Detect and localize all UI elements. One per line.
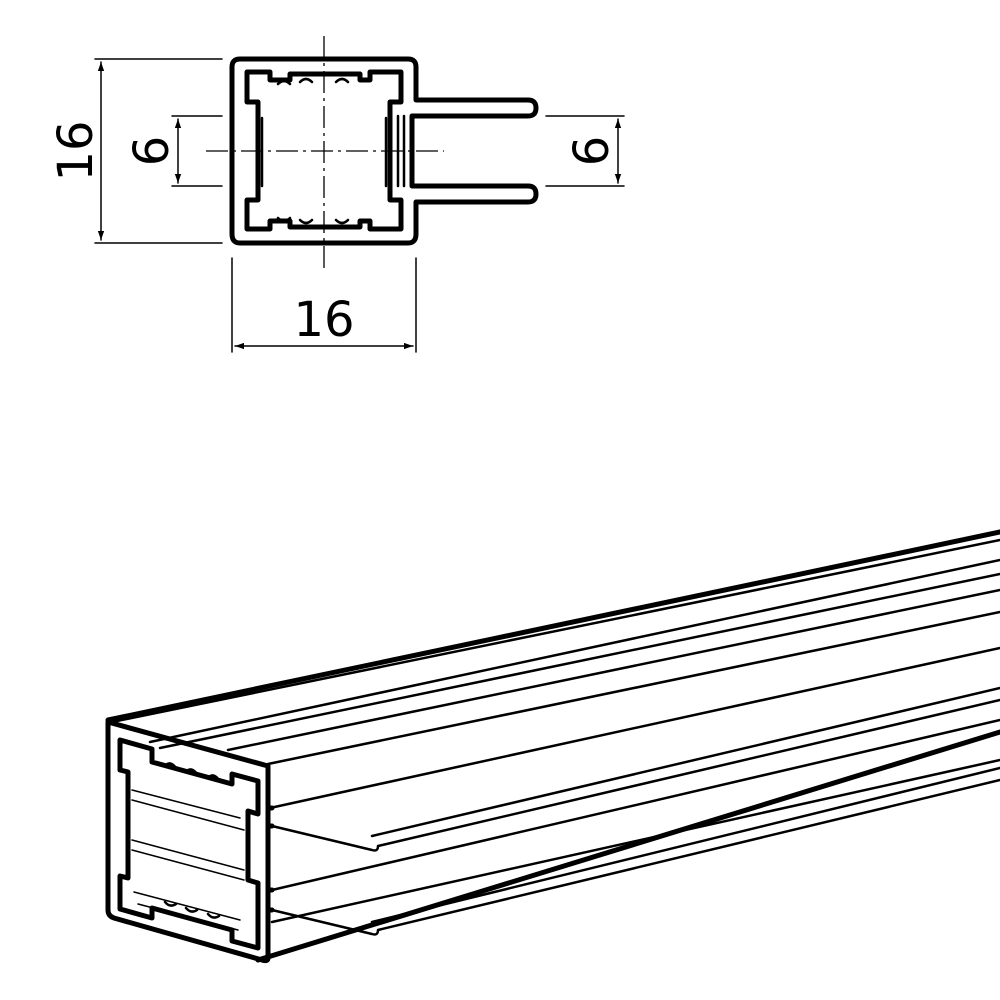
cross-section-view: 16 6 6 16 bbox=[48, 36, 625, 353]
cavity-serrations bbox=[163, 762, 221, 919]
isometric-profile-view bbox=[105, 529, 1000, 964]
top-groove-1 bbox=[148, 558, 1000, 744]
front-face-cavity bbox=[117, 737, 261, 951]
top-back-edge bbox=[105, 529, 1000, 723]
bottom-edge bbox=[255, 729, 1000, 963]
inner-serrations bbox=[260, 77, 388, 225]
profile-outline bbox=[229, 56, 539, 246]
dim-label-fin-gap: 6 bbox=[564, 136, 620, 167]
front-face-outline bbox=[105, 719, 271, 964]
top-groove-3 bbox=[226, 588, 1000, 752]
upper-fin bbox=[268, 646, 1000, 852]
top-edge-2 bbox=[110, 538, 1000, 724]
top-groove-2 bbox=[158, 572, 1000, 750]
front-fin-stubs bbox=[265, 805, 275, 913]
dim-label-slot: 6 bbox=[124, 136, 180, 167]
top-front-edge bbox=[266, 610, 1000, 766]
profile-inner-cavity bbox=[244, 69, 404, 232]
cavity-depth-lines bbox=[131, 789, 245, 931]
bottom-fin-base bbox=[270, 758, 1000, 924]
dim-label-width: 16 bbox=[293, 292, 354, 348]
dim-label-height: 16 bbox=[48, 120, 104, 181]
right-slot-lines bbox=[396, 114, 406, 188]
lower-fin bbox=[270, 718, 1000, 936]
